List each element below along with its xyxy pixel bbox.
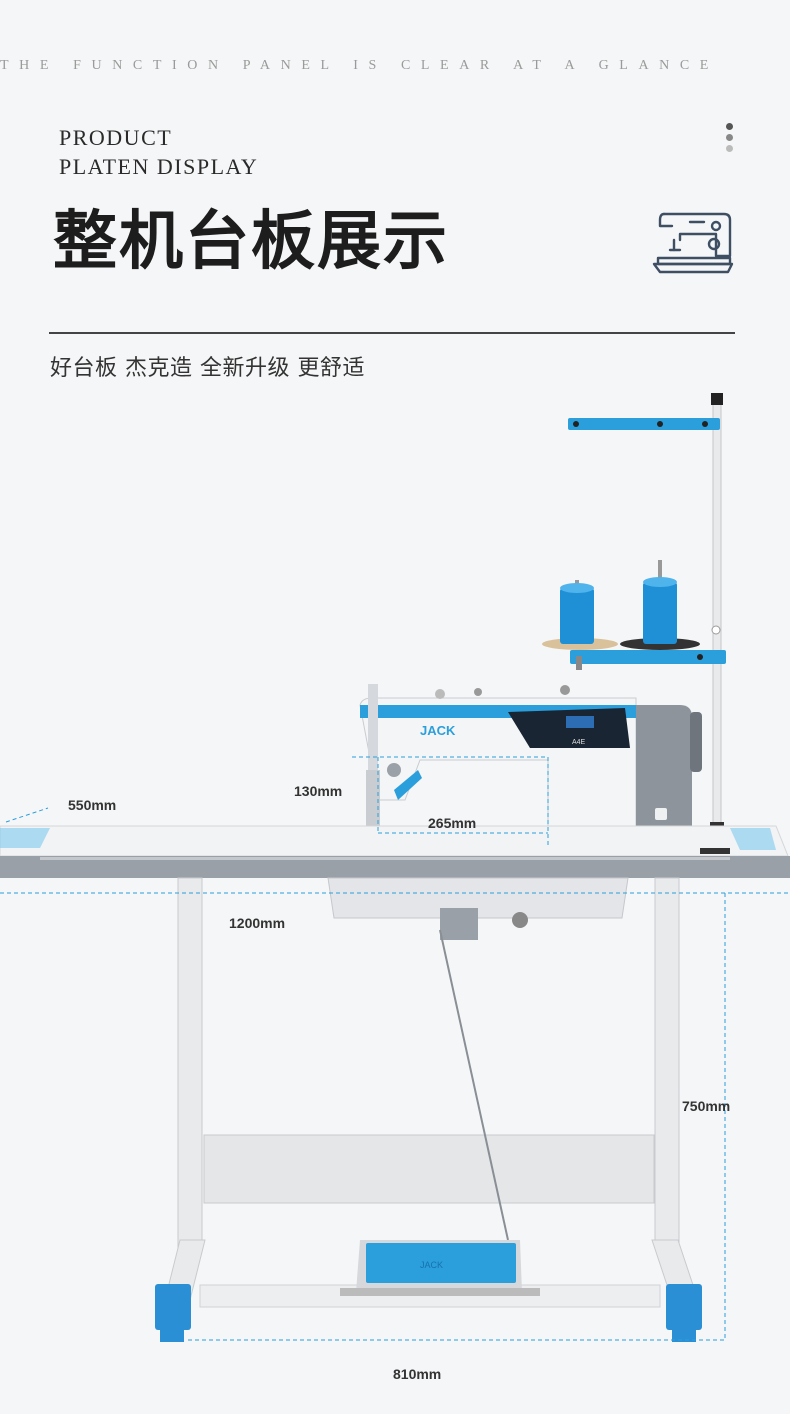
page-title: 整机台板展示 bbox=[53, 205, 449, 279]
brand-label: JACK bbox=[420, 723, 456, 738]
english-title-line1: PRODUCT bbox=[59, 125, 173, 150]
model-label: A4E bbox=[572, 739, 586, 746]
vertical-dots-icon bbox=[725, 123, 735, 156]
sewing-table-illustration: A4E JACK bbox=[0, 393, 790, 1342]
foot-pedal: JACK bbox=[340, 1240, 540, 1296]
sewing-machine-icon bbox=[652, 212, 734, 274]
table-frame bbox=[155, 877, 702, 1342]
dimension-table-length: 1200mm bbox=[229, 915, 286, 931]
sewing-machine-head: A4E JACK bbox=[359, 684, 702, 849]
table-top bbox=[0, 825, 790, 878]
tagline: THE FUNCTION PANEL IS CLEAR AT A GLANCE bbox=[0, 58, 719, 73]
english-title-line2: PLATEN DISPLAY bbox=[59, 154, 259, 179]
dimension-arm-space: 265mm bbox=[428, 815, 477, 831]
header-divider bbox=[49, 332, 735, 334]
dimension-depth: 550mm bbox=[68, 797, 117, 813]
dimension-lines bbox=[0, 756, 790, 1341]
subtitle: 好台板 杰克造 全新升级 更舒适 bbox=[50, 356, 365, 381]
thread-spools bbox=[542, 560, 700, 670]
dimension-stand-width: 810mm bbox=[393, 1366, 442, 1382]
pedal-label: JACK bbox=[420, 1260, 443, 1270]
motor-box bbox=[327, 877, 629, 940]
dimension-arm-height: 130mm bbox=[294, 783, 343, 799]
dimension-table-height: 750mm bbox=[682, 1098, 731, 1114]
english-title: PRODUCT PLATEN DISPLAY bbox=[59, 123, 258, 181]
